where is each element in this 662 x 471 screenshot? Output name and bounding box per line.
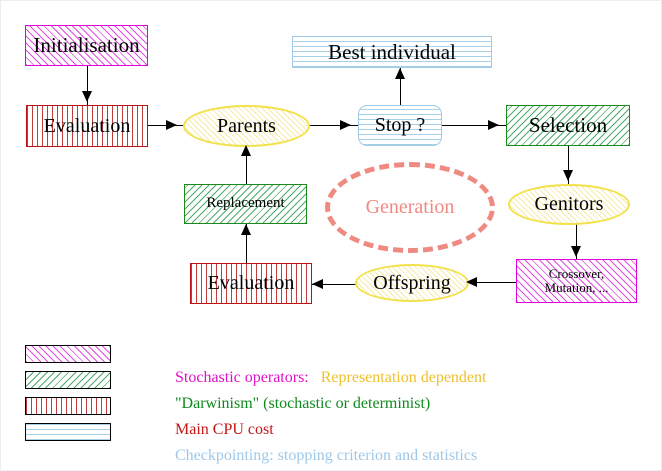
edge-crossover-to-offspring [468,282,518,283]
arrowhead-offspring-to-evaluation [312,279,323,289]
legend-swatch-checkpointing [25,423,111,441]
arrowhead-initialisation-to-evaluation [82,91,92,102]
legend-text-primary: Checkpointing: stopping criterion and st… [175,447,478,464]
node-genitors[interactable]: Genitors [508,184,630,225]
legend-label-darwinism: "Darwinism" (stochastic or determinist) [143,368,430,440]
node-best-individual[interactable]: Best individual [292,36,492,68]
edge-stop-to-selection [442,125,508,126]
edge-stop-to-best-individual [400,68,401,106]
arrowhead-evaluation-to-replacement [241,224,251,235]
node-parents[interactable]: Parents [183,105,310,147]
legend-swatch-main-cpu-cost [25,397,111,415]
legend-label-main-cpu-cost: Main CPU cost [143,394,274,466]
node-offspring[interactable]: Offspring [355,264,469,302]
node-stop[interactable]: Stop ? [358,105,442,146]
arrowhead-selection-to-genitors [563,170,573,181]
edge-genitors-to-crossover [576,224,577,260]
legend-row: Checkpointing: stopping criterion and st… [25,420,645,464]
edge-offspring-to-evaluation [312,284,360,285]
edge-parents-to-stop [310,125,360,126]
node-initialisation[interactable]: Initialisation [25,25,148,66]
arrowhead-replacement-to-parents [241,145,251,156]
edge-evaluation-to-replacement [246,224,247,264]
legend-row: Main CPU cost [25,394,645,438]
legend-swatch-stochastic-operators [25,345,111,363]
arrowhead-stop-to-selection [488,120,499,130]
node-evaluation-bottom[interactable]: Evaluation [190,263,312,304]
legend-text-primary: Main CPU cost [175,421,274,438]
node-generation: Generation [325,162,495,253]
legend-row: "Darwinism" (stochastic or determinist) [25,368,645,412]
legend-text-primary: "Darwinism" (stochastic or determinist) [175,395,431,412]
arrowhead-genitors-to-crossover [571,246,581,257]
legend-label-stochastic-operators: Stochastic operators: Representation dep… [143,342,486,414]
legend-swatch-darwinism [25,371,111,389]
edge-selection-to-genitors [568,145,569,185]
arrowhead-stop-to-best-individual [395,68,405,79]
edge-initialisation-to-evaluation [87,65,88,107]
legend-text-secondary: Representation dependent [320,369,487,386]
arrowhead-parents-to-stop [340,120,351,130]
arrowhead-crossover-to-offspring [466,277,477,287]
node-crossover-mutation[interactable]: Crossover, Mutation, ... [516,259,637,303]
node-selection[interactable]: Selection [506,105,630,146]
legend-row: Stochastic operators: Representation dep… [25,342,645,386]
edge-replacement-to-parents [246,145,247,185]
node-evaluation-top[interactable]: Evaluation [26,105,148,147]
legend-text-primary: Stochastic operators: [175,369,309,386]
legend: Stochastic operators: Representation dep… [0,338,662,464]
arrowhead-evaluation-to-parents [166,120,177,130]
legend-label-checkpointing: Checkpointing: stopping criterion and st… [143,420,477,471]
node-replacement[interactable]: Replacement [184,184,307,224]
